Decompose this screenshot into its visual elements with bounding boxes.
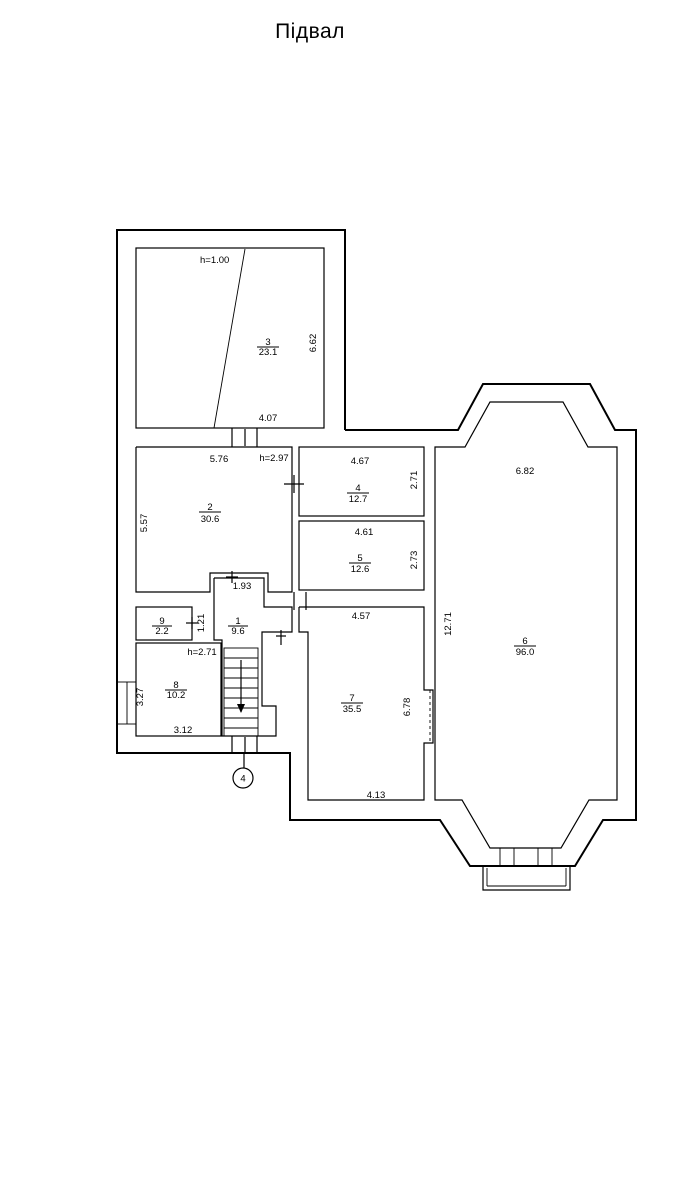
dim-r7-width-top: 4.57	[352, 611, 371, 622]
room-number-4: 4	[355, 483, 360, 494]
room-area-1: 9.6	[231, 626, 244, 637]
room-number-8: 8	[173, 680, 178, 691]
outer-wall-right	[345, 383, 637, 867]
room-label-9: 9 2.2	[152, 616, 172, 637]
dim-r7-width-bottom: 4.13	[367, 790, 386, 801]
dim-r3-ceiling: h=1.00	[200, 255, 229, 266]
room-label-2: 2 30.6	[199, 502, 221, 525]
dim-r3-width: 4.07	[259, 413, 278, 424]
room-area-3: 23.1	[259, 347, 278, 358]
room-label-8: 8 10.2	[165, 680, 187, 701]
room-area-8: 10.2	[167, 690, 186, 701]
dim-r2-ceiling: h=2.97	[259, 453, 288, 464]
dim-r9-height: 1.21	[196, 614, 207, 633]
dim-r4-height: 2.71	[409, 471, 420, 490]
room-area-6: 96.0	[516, 647, 535, 658]
room-number-6: 6	[522, 636, 527, 647]
room-6-outline	[434, 401, 618, 849]
room-3-outline	[135, 247, 325, 429]
dim-r8-ceiling: h=2.71	[187, 647, 216, 658]
dim-r1-width: 1.93	[233, 581, 252, 592]
room-1-outline	[213, 577, 293, 737]
room-number-9: 9	[159, 616, 164, 627]
outer-wall-left	[116, 229, 346, 821]
doorways	[186, 428, 431, 753]
room-5-outline	[298, 520, 425, 591]
room-number-2: 2	[207, 502, 212, 513]
entrance-marker-label: 4	[240, 774, 245, 785]
room-number-7: 7	[349, 693, 354, 704]
dim-r8-height: 3.27	[135, 688, 146, 707]
dim-r8-width: 3.12	[174, 725, 193, 736]
room-label-7: 7 35.5	[341, 693, 363, 715]
room-number-3: 3	[265, 337, 270, 348]
dim-r5-height: 2.73	[409, 551, 420, 570]
page-title: Підвал	[275, 20, 345, 43]
dim-r6-height: 12.71	[443, 612, 454, 636]
room-label-1: 1 9.6	[228, 616, 248, 637]
dim-r2-width: 5.76	[210, 454, 229, 465]
room-label-3: 3 23.1	[257, 337, 279, 358]
room-area-5: 12.6	[351, 564, 370, 575]
dim-r3-height: 6.62	[308, 334, 319, 353]
dim-r2-height: 5.57	[139, 514, 150, 533]
dim-r6-width: 6.82	[516, 466, 535, 477]
entrance-marker	[232, 767, 254, 789]
room-area-7: 35.5	[343, 704, 362, 715]
room-label-4: 4 12.7	[347, 483, 369, 505]
dim-r4-width: 4.67	[351, 456, 370, 467]
room-number-5: 5	[357, 553, 362, 564]
ceiling-slope-line	[213, 248, 246, 429]
window-left	[116, 681, 137, 725]
room-7-outline	[298, 606, 434, 801]
stairs	[223, 647, 259, 737]
room-area-9: 2.2	[155, 626, 168, 637]
room-2-outline	[135, 446, 293, 593]
dim-r7-height: 6.78	[402, 698, 413, 717]
room-label-6: 6 96.0	[514, 636, 536, 658]
room-area-4: 12.7	[349, 494, 368, 505]
dim-r5-width: 4.61	[355, 527, 374, 538]
room-4-outline	[298, 446, 425, 517]
room-label-5: 5 12.6	[349, 553, 371, 575]
bay-window	[482, 866, 571, 891]
room-number-1: 1	[235, 616, 240, 627]
room-area-2: 30.6	[201, 514, 220, 525]
